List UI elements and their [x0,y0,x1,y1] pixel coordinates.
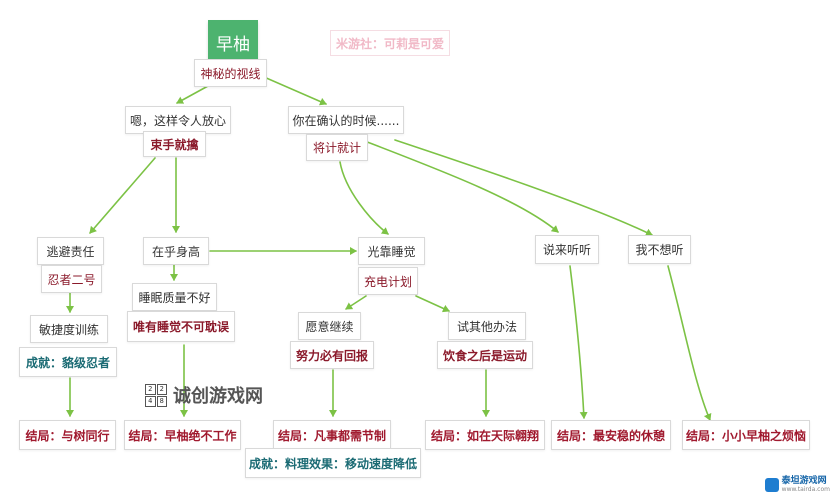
edge-trick-to-listen [361,139,559,233]
node-confirming: 你在确认的时候...... [288,106,404,134]
node-achievement-cooking-effect: 成就：料理效果：移动速度降低 [245,448,421,478]
corner-logo-url: www.tairda.com [781,486,830,493]
corner-logo-icon [764,478,779,492]
node-ending-safest-rest: 结局：最安稳的休憩 [551,420,671,450]
node-reassuring: 嗯，这样令人放心 [125,106,231,134]
site-brand-watermark: 2 2 4 8 诚创游戏网 [145,380,263,410]
node-ending-soar-sky: 结局：如在天际翱翔 [425,420,545,450]
edge-trick-to-rely [339,161,389,235]
logo-cell: 2 [156,384,167,395]
node-rely-on-sleep: 光靠睡觉 [358,237,425,265]
watermark-author: 米游社：可莉是可爱 [330,30,450,56]
site-brand-text: 诚创游戏网 [173,386,263,407]
edge-gaze-to-reassuring [176,85,209,104]
node-care-about-height: 在乎身高 [143,237,209,265]
edge-listen-to-rest [569,265,588,419]
site-logo-icon: 2 2 4 8 [145,384,167,407]
node-avoid-responsibility: 逃避责任 [37,237,104,265]
node-ending-sayu-no-work: 结局：早柚绝不工作 [124,420,241,450]
node-only-sleep-matters: 唯有睡觉不可耽误 [127,311,235,342]
node-tell-me: 说来听听 [535,235,599,264]
corner-logo: 泰坦游戏网 www.tairda.com [764,474,830,496]
logo-cell: 4 [145,396,156,407]
node-willing-continue: 愿意继续 [298,312,361,340]
node-capture: 束手就擒 [143,131,206,157]
logo-cell: 2 [145,384,156,395]
node-achievement-raccoon-ninja: 成就：貉级忍者 [19,347,117,377]
node-try-other-way: 试其他办法 [448,312,526,340]
node-poor-sleep: 睡眠质量不好 [132,283,217,311]
edge-dont-want-to-worries [667,265,712,421]
node-effort-pays-off: 努力必有回报 [290,341,374,369]
node-dont-want-to-listen: 我不想听 [628,235,691,264]
node-trick: 将计就计 [306,134,368,161]
edge-trick-to-dont-want [394,139,653,236]
node-exercise-after-eating: 饮食之后是运动 [437,341,533,369]
logo-cell: 8 [156,396,167,407]
node-charge-plan: 充电计划 [358,267,418,295]
root-node-sayu: 早柚 [208,20,258,65]
node-ninja-two: 忍者二号 [41,265,102,293]
corner-logo-text: 泰坦游戏网 [781,476,827,486]
edge-charge-to-willing [345,295,367,310]
node-ending-moderation: 结局：凡事都需节制 [273,420,391,450]
node-mysterious-gaze: 神秘的视线 [194,59,267,87]
node-agility-training: 敏捷度训练 [30,315,108,343]
node-ending-sayu-worries: 结局：小小早柚之烦恼 [682,420,810,450]
edge-charge-to-other [415,295,450,313]
edge-capture-to-avoid [89,157,156,234]
node-ending-with-trees: 结局：与树同行 [19,420,116,450]
